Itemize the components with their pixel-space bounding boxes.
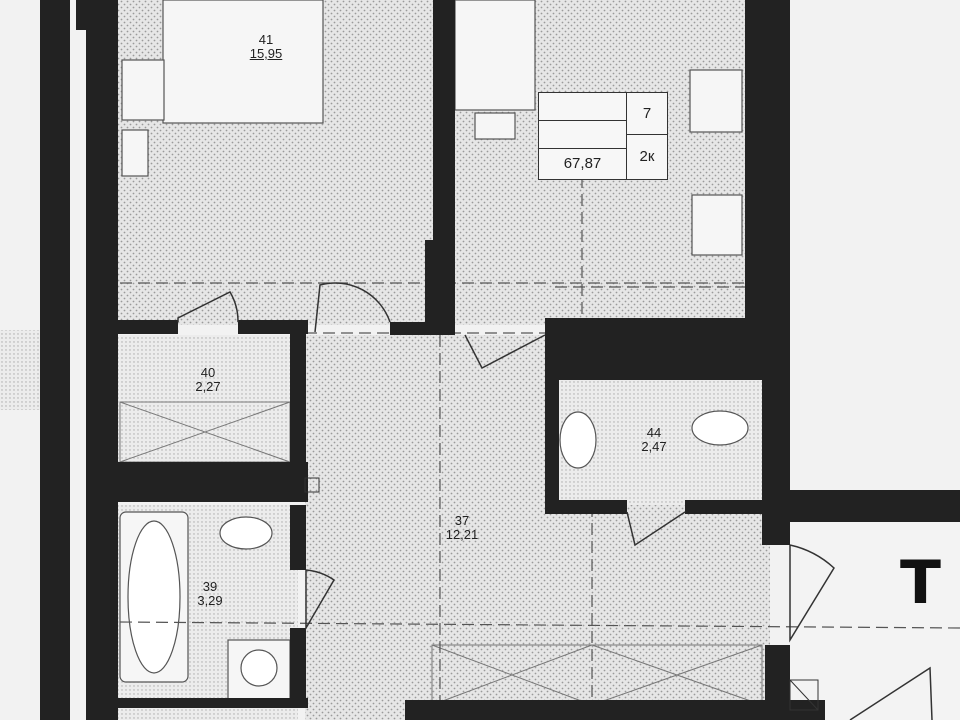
door-bedroom (177, 291, 239, 323)
nightstand (121, 59, 165, 121)
toilet (559, 411, 597, 469)
room-area: 12,21 (445, 527, 479, 542)
shafts (304, 477, 819, 711)
card-blank-top (539, 93, 627, 121)
room-40-label: 40 2,27 (178, 366, 238, 394)
room-41-label: 41 15,95 (236, 33, 296, 61)
room-44-label: 44 2,47 (624, 426, 684, 454)
apartment-rooms: 2к (639, 148, 655, 165)
room-area: 3,29 (197, 593, 223, 608)
room-area: 15,95 (249, 46, 283, 61)
doors (177, 282, 933, 720)
room-39-label: 39 3,29 (180, 580, 240, 608)
side-table (121, 129, 149, 177)
fridge (691, 194, 743, 256)
washbasin-wc (691, 410, 749, 446)
storage-zones (119, 401, 763, 706)
bathtub-basin (127, 520, 181, 674)
room-number: 44 (646, 425, 662, 440)
apartment-number: 7 (627, 93, 667, 135)
door-kitchen (314, 282, 391, 333)
stove (689, 69, 743, 133)
door-wc (626, 511, 686, 547)
room-number: 39 (202, 579, 218, 594)
apartment-area: 67,87 (539, 149, 627, 179)
room-37-label: 37 12,21 (432, 514, 492, 542)
washing-machine-drum (240, 649, 278, 687)
door-bath (305, 569, 335, 631)
furniture (119, 0, 749, 701)
card-blank-middle (539, 121, 627, 149)
room-number: 41 (258, 32, 274, 47)
washbasin-bath (219, 516, 273, 550)
room-area: 2,47 (641, 439, 667, 454)
bed (162, 0, 324, 124)
door-hall (464, 334, 546, 370)
apartment-card: 67,87 7 2к (538, 92, 668, 180)
door-entrance (789, 544, 835, 643)
sink-cabinet (474, 112, 516, 140)
room-area: 2,27 (195, 379, 221, 394)
room-number: 40 (200, 365, 216, 380)
stair-mark: T (900, 548, 941, 618)
room-number: 37 (454, 513, 470, 528)
walls (40, 0, 960, 720)
door-stair (849, 666, 933, 720)
kitchen-counter (454, 0, 536, 111)
